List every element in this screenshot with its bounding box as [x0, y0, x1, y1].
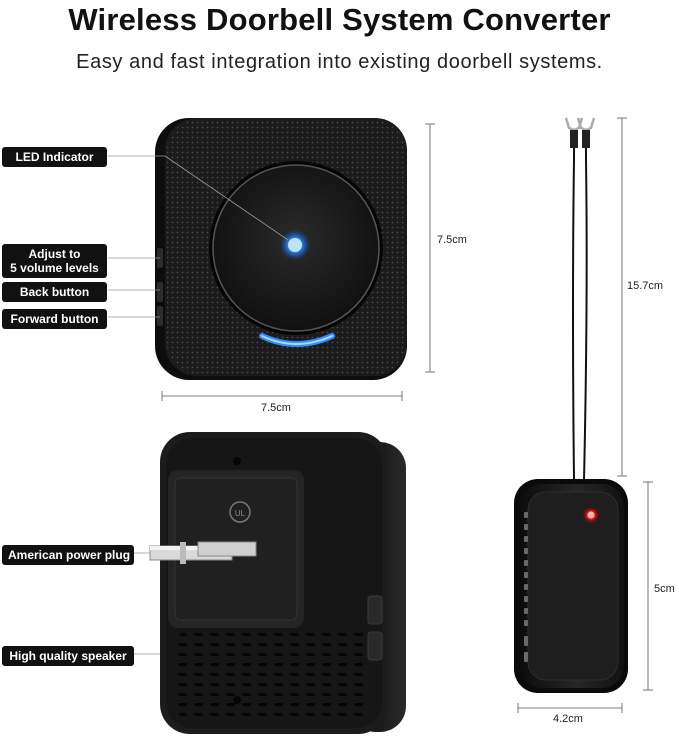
- receiver-back: UL: [149, 432, 406, 734]
- power-plug-label: American power plug: [2, 545, 134, 565]
- receiver-height-dimension: 7.5cm: [437, 234, 467, 246]
- ul-logo-icon: [229, 501, 251, 523]
- converter-length-dimension: 15.7cm: [627, 280, 664, 292]
- volume-label-line1: Adjust to: [28, 247, 81, 261]
- receiver-front: [155, 118, 407, 380]
- converter-dimension-lines: [517, 117, 653, 713]
- volume-levels-label: Adjust to 5 volume levels: [2, 244, 107, 278]
- volume-label-line2: 5 volume levels: [10, 261, 99, 275]
- speaker-label: High quality speaker: [2, 646, 134, 666]
- led-indicator-label: LED Indicator: [2, 147, 107, 167]
- converter-width-dimension: 4.2cm: [553, 713, 583, 725]
- forward-button-label: Forward button: [2, 309, 107, 329]
- receiver-width-dimension: 7.5cm: [261, 402, 291, 414]
- back-button-label: Back button: [2, 282, 107, 302]
- receiver-dimension-lines: [161, 123, 435, 401]
- page-subtitle: Easy and fast integration into existing …: [76, 51, 603, 73]
- svg-text:UL: UL: [235, 509, 246, 518]
- page-title: Wireless Doorbell System Converter: [68, 2, 611, 37]
- converter-unit: [514, 117, 628, 693]
- converter-height-dimension: 5cm: [654, 583, 675, 595]
